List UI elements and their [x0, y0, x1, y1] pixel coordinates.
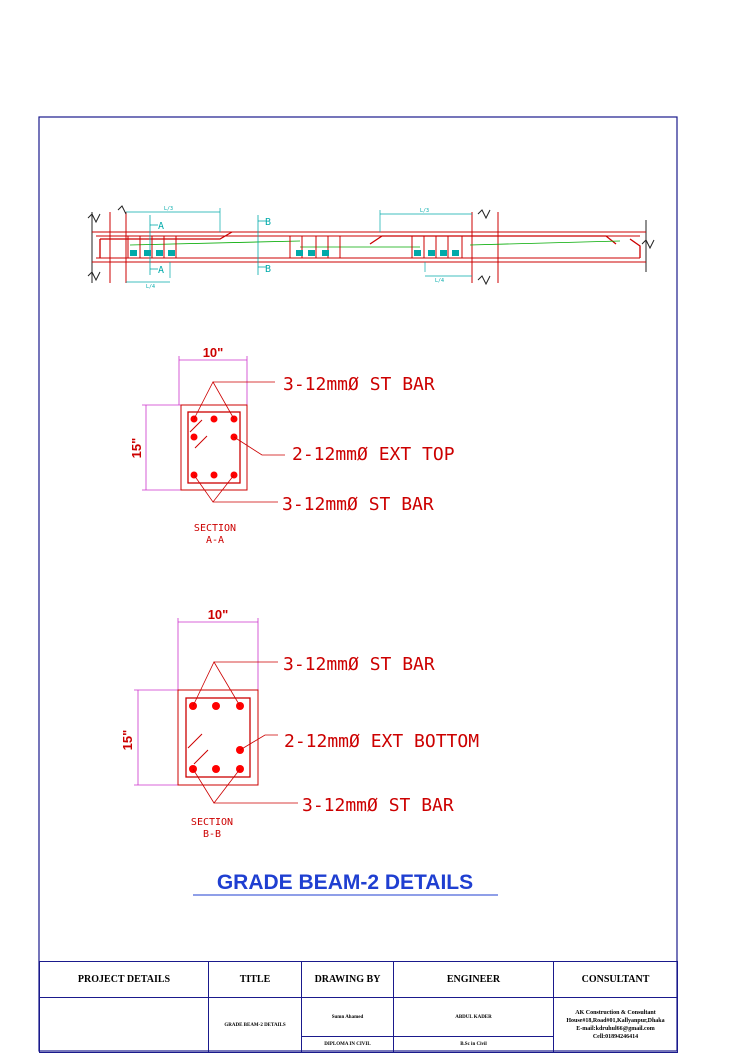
- section-aa-width-label: 10": [203, 345, 224, 360]
- tb-header-consultant: CONSULTANT: [553, 961, 678, 998]
- tb-consultant-details: AK Construction & Consultant House#18,Ro…: [553, 997, 678, 1053]
- section-cut-a: [149, 215, 158, 275]
- stirrup-tag: [130, 250, 137, 256]
- section-bb-width-dim: [177, 618, 259, 690]
- section-aa-caption-2: A-A: [206, 535, 224, 546]
- stirrup-tag: [414, 250, 421, 256]
- section-aa: 10" 15" 3-12mmØ ST BAR: [129, 345, 455, 546]
- tb-consultant-line-4: Cell:01894246414: [592, 1034, 639, 1040]
- section-bb-bottom-bar-label: 3-12mmØ ST BAR: [302, 795, 454, 816]
- dim-l3-left: L/3: [164, 206, 173, 212]
- section-b-mark-top: B: [265, 217, 271, 228]
- section-bb-caption-1: SECTION: [191, 817, 233, 828]
- section-aa-bottom-bar-label: 3-12mmØ ST BAR: [282, 494, 434, 515]
- section-aa-leaders: [193, 381, 285, 503]
- tb-consultant-line-3: E-mail:kdruhul66@gmail.com: [576, 1026, 655, 1032]
- section-bb: 10" 15" 3-12mmØ ST BAR 2-12mmØ EXT BOTTO…: [120, 607, 479, 840]
- bar: [210, 415, 218, 423]
- stirrup-tag: [296, 250, 303, 256]
- main-title: GRADE BEAM-2 DETAILS: [217, 871, 473, 894]
- tb-engineer-qual: B.Sc in Civil: [393, 1036, 554, 1053]
- tb-project-cell: [39, 997, 209, 1053]
- section-bb-leaders: [192, 661, 298, 804]
- stirrup-tags: [130, 250, 459, 256]
- tb-consultant-line-2: House#18,Road#01,Kallyanpur,Dhaka: [566, 1018, 665, 1024]
- section-bb-top-bar-label: 3-12mmØ ST BAR: [283, 654, 435, 675]
- break-marks: [87, 205, 655, 286]
- dim-l4-right: L/4: [435, 278, 444, 284]
- stirrup-tag: [428, 250, 435, 256]
- section-bb-bars: [189, 702, 244, 773]
- right-column: [471, 212, 499, 283]
- title-block: PROJECT DETAILS TITLE DRAWING BY ENGINEE…: [39, 961, 678, 1053]
- section-bb-hook: [187, 733, 209, 765]
- stirrup-tag: [322, 250, 329, 256]
- dim-l4-left: L/4: [146, 284, 155, 290]
- stirrup-tag: [144, 250, 151, 256]
- section-bb-height-label: 15": [120, 730, 135, 751]
- section-aa-bars: [190, 415, 238, 479]
- section-aa-extra-label: 2-12mmØ EXT TOP: [292, 444, 455, 465]
- link-bars: [129, 240, 621, 248]
- section-bb-caption-2: B-B: [203, 829, 221, 840]
- sheet-frame: [38, 116, 678, 1052]
- section-aa-stirrup: [187, 411, 241, 484]
- tb-engineer-name: ABDUL KADER: [393, 997, 554, 1037]
- section-aa-width-dim: [178, 356, 248, 405]
- section-bb-extra-label: 2-12mmØ EXT BOTTOM: [284, 731, 479, 752]
- bar: [210, 471, 218, 479]
- plan-dimensions: [126, 208, 472, 283]
- tb-header-project: PROJECT DETAILS: [39, 961, 209, 998]
- tb-title-value: GRADE BEAM-2 DETAILS: [208, 997, 302, 1053]
- tb-drawing-by-name: Sumn Ahamed: [301, 997, 394, 1037]
- section-bb-stirrup: [185, 697, 251, 778]
- stirrup-tag: [440, 250, 447, 256]
- section-a-mark-bottom: A: [158, 265, 164, 276]
- bar: [190, 433, 198, 441]
- bar: [212, 765, 220, 773]
- stirrup-tag: [308, 250, 315, 256]
- section-bb-concrete: [177, 689, 259, 786]
- beam-long-section: A A B B L/3 L/4 L/3 L/4: [87, 205, 655, 290]
- section-a-mark-top: A: [158, 221, 164, 232]
- tb-header-drawing-by: DRAWING BY: [301, 961, 394, 998]
- section-bb-height-dim: [134, 689, 180, 786]
- bar: [212, 702, 220, 710]
- stirrup-tag: [156, 250, 163, 256]
- stirrup-tag: [452, 250, 459, 256]
- tb-consultant-line-1: AK Construction & Consultant: [575, 1010, 656, 1016]
- section-aa-height-label: 15": [129, 438, 144, 459]
- tb-header-title: TITLE: [208, 961, 302, 998]
- left-column: [109, 212, 127, 283]
- section-cut-b: [257, 215, 266, 275]
- tb-drawing-by-qual: DIPLOMA IN CIVIL: [301, 1036, 394, 1053]
- section-aa-concrete: [180, 404, 248, 491]
- section-aa-hook: [189, 419, 208, 449]
- stirrup-tag: [168, 250, 175, 256]
- dim-l3-right: L/3: [420, 208, 429, 214]
- section-aa-caption-1: SECTION: [194, 523, 236, 534]
- section-aa-top-bar-label: 3-12mmØ ST BAR: [283, 374, 435, 395]
- section-b-mark-bottom: B: [265, 264, 271, 275]
- section-bb-width-label: 10": [208, 607, 229, 622]
- tb-header-engineer: ENGINEER: [393, 961, 554, 998]
- section-aa-height-dim: [142, 404, 182, 491]
